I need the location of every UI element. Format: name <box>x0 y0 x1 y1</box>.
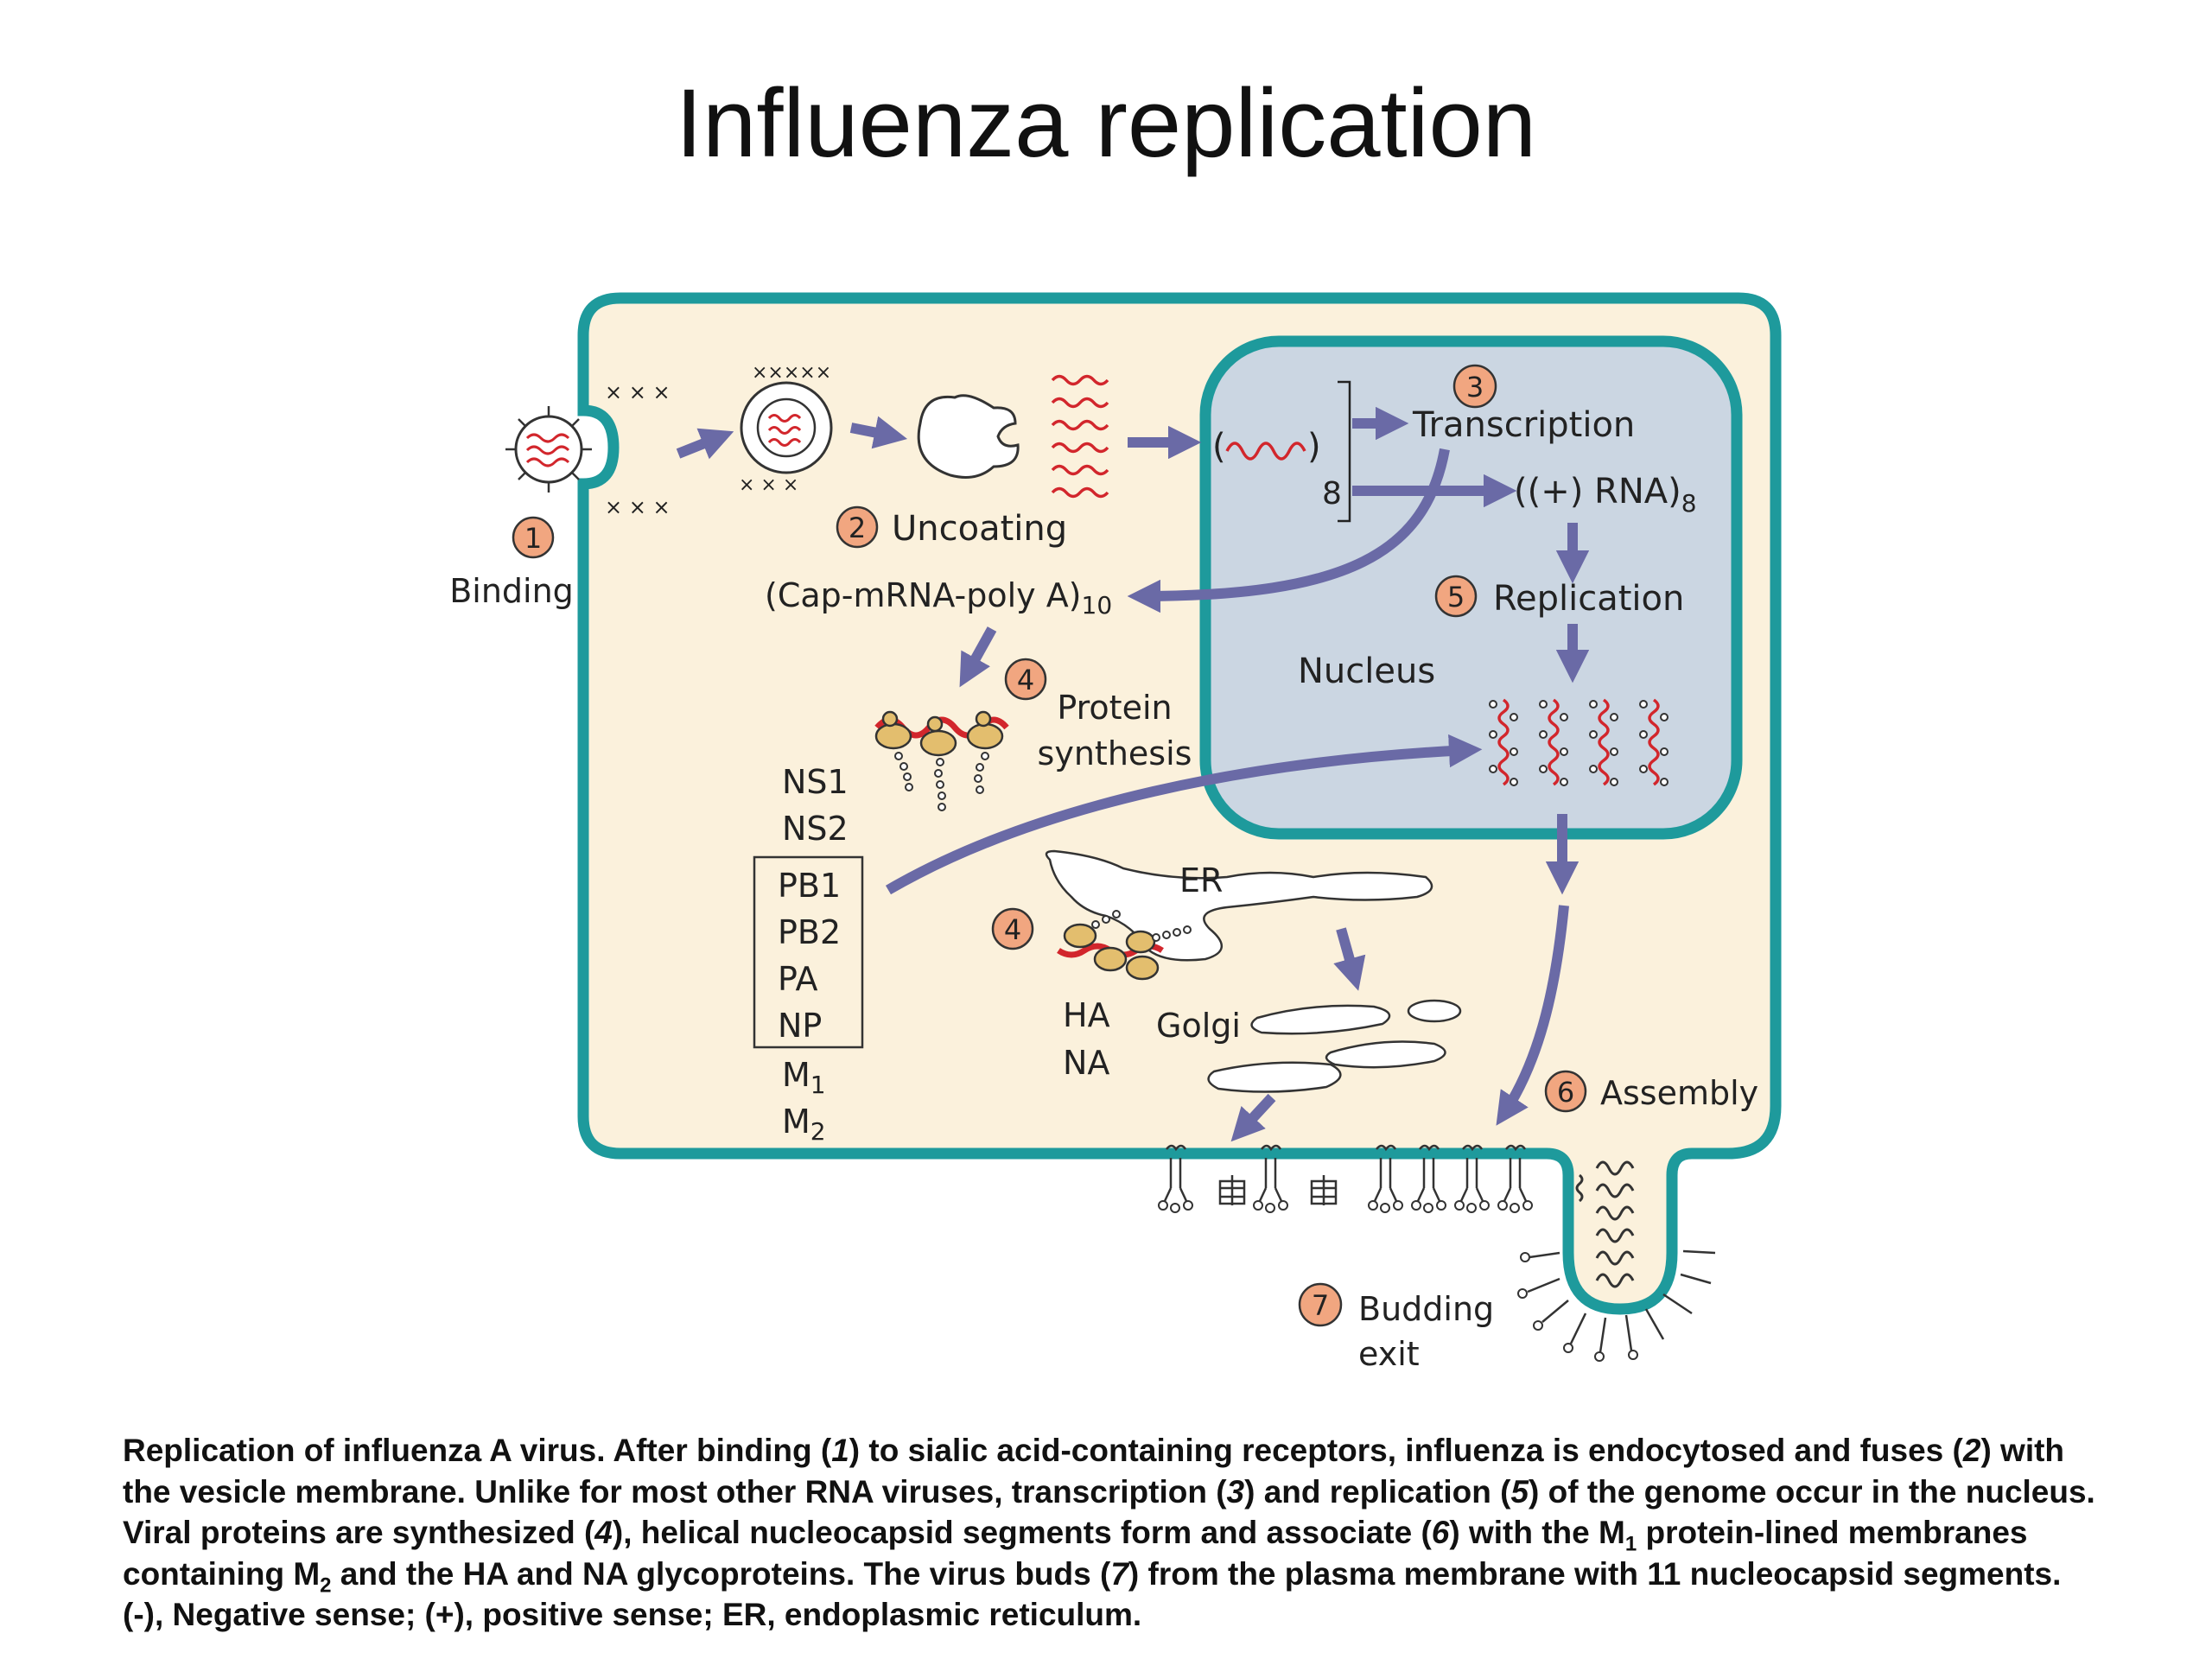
caption-ref: 4 <box>594 1515 613 1550</box>
step-5-badge: 5 <box>1434 575 1478 618</box>
caption-ref: 5 <box>1510 1473 1529 1510</box>
step-7-badge: 7 <box>1298 1282 1343 1327</box>
genome-paren-close: ) <box>1307 427 1321 467</box>
step-6-badge: 6 <box>1544 1070 1587 1113</box>
fusing-vesicle <box>917 394 1020 479</box>
svg-text:5: 5 <box>1447 581 1465 613</box>
caption-text: ) from the plasma membrane with 11 nucle… <box>123 1555 2062 1633</box>
budding-virion <box>1517 1160 1716 1362</box>
uncoating-label: Uncoating <box>892 509 1067 549</box>
binding-arrow <box>676 428 734 460</box>
genome-paren-open: ( <box>1212 427 1226 467</box>
ribosomes-er <box>1057 910 1192 981</box>
ribosomes-cytoplasm <box>874 710 1009 811</box>
ns2-label: NS2 <box>782 810 849 848</box>
svg-text:2: 2 <box>849 512 866 544</box>
golgi-to-membrane-arrow <box>1230 1093 1276 1142</box>
genome-bracket <box>1338 380 1351 523</box>
svg-text:×××××: ××××× <box>752 362 831 384</box>
svg-text:× × ×: × × × <box>739 474 798 496</box>
caption-text: ) with the M <box>1449 1515 1625 1550</box>
caption-text: ) to sialic acid-containing receptors, i… <box>849 1433 1963 1468</box>
svg-text:4: 4 <box>1017 664 1034 696</box>
step-1-badge: 1 <box>512 516 555 559</box>
translation-arrow <box>959 626 997 688</box>
caption-text: protein-lined membranes containing M <box>123 1515 2028 1592</box>
membrane-glycoproteins <box>1163 1144 1528 1205</box>
released-rna-segments <box>1051 374 1109 499</box>
page-title: Influenza replication <box>675 69 1537 177</box>
figure-caption: Replication of influenza A virus. After … <box>123 1430 2110 1636</box>
budding-label-line2: exit <box>1358 1335 1420 1373</box>
caption-ref: 7 <box>1110 1555 1128 1592</box>
step-3-badge: 3 <box>1452 364 1497 409</box>
golgi-label: Golgi <box>1156 1007 1241 1045</box>
svg-text:3: 3 <box>1466 371 1484 404</box>
svg-text:1: 1 <box>524 522 542 555</box>
uncoating-arrow <box>849 416 908 449</box>
protein-synthesis-label-line2: synthesis <box>1038 734 1192 772</box>
caption-ref: 1 <box>831 1433 849 1468</box>
step-4-badge-top: 4 <box>1004 658 1047 701</box>
svg-text:7: 7 <box>1312 1289 1329 1322</box>
caption-text: ), helical nucleocapsid segments form an… <box>612 1515 1432 1550</box>
mrna-export-arrow <box>1127 448 1450 613</box>
plus-rna-label: ((+) RNA)8 <box>1514 472 1697 518</box>
polymerase-box <box>753 855 864 1049</box>
genome-segment <box>1225 442 1306 461</box>
protein-import-arrow <box>885 734 1483 895</box>
assembly-label: Assembly <box>1600 1074 1758 1112</box>
binding-label: Binding <box>449 572 574 610</box>
na-label: NA <box>1063 1044 1109 1082</box>
replication-label: Replication <box>1493 579 1684 619</box>
np-label: NP <box>778 1007 822 1045</box>
svg-text:4: 4 <box>1004 913 1021 946</box>
caption-text: and the HA and NA glycoproteins. The vir… <box>331 1555 1111 1592</box>
binding-virus: × × × × × × <box>505 380 671 519</box>
pa-label: PA <box>778 960 817 998</box>
genome-count: 8 <box>1322 476 1342 512</box>
caption-ref: 6 <box>1431 1515 1450 1550</box>
nucleocapsids <box>1489 698 1669 786</box>
budding-label-line1: Budding <box>1358 1290 1494 1328</box>
ns1-label: NS1 <box>782 763 849 801</box>
caption-text: Replication of influenza A virus. After … <box>123 1433 832 1468</box>
er-to-golgi-arrow <box>1333 927 1366 991</box>
golgi-apparatus <box>1207 999 1462 1093</box>
pb2-label: PB2 <box>778 913 841 951</box>
m2-label: M2 <box>782 1103 826 1146</box>
step-4-badge-er: 4 <box>991 907 1034 950</box>
endosome-virus: ××××× × × × <box>739 362 833 496</box>
caption-ref: 2 <box>1962 1433 1981 1468</box>
membrane-glycoprotein-tails <box>1158 1200 1533 1213</box>
caption-subscript: 2 <box>320 1573 332 1597</box>
caption-text: ) and replication ( <box>1244 1473 1511 1510</box>
m1-label: M1 <box>782 1056 826 1099</box>
mrna-label: (Cap-mRNA-poly A)10 <box>765 576 1112 620</box>
assembly-arrow <box>1496 905 1569 1126</box>
svg-text:6: 6 <box>1557 1076 1574 1109</box>
transcription-label: Transcription <box>1412 405 1635 445</box>
ha-label: HA <box>1063 996 1110 1034</box>
er-label: ER <box>1179 861 1223 899</box>
caption-ref: 3 <box>1226 1473 1245 1510</box>
caption-subscript: 1 <box>1624 1532 1637 1556</box>
pb1-label: PB1 <box>778 867 841 905</box>
svg-text:× × ×: × × × <box>605 380 671 404</box>
nucleus-label: Nucleus <box>1298 652 1435 691</box>
caption-text: ) of the genome occur in the nucleus. Vi… <box>123 1473 2095 1551</box>
svg-text:× × ×: × × × <box>605 495 671 519</box>
protein-synthesis-label-line1: Protein <box>1057 689 1172 727</box>
caption-text: ) with the vesicle membrane. Unlike for … <box>123 1433 2065 1510</box>
step-2-badge: 2 <box>836 505 879 549</box>
